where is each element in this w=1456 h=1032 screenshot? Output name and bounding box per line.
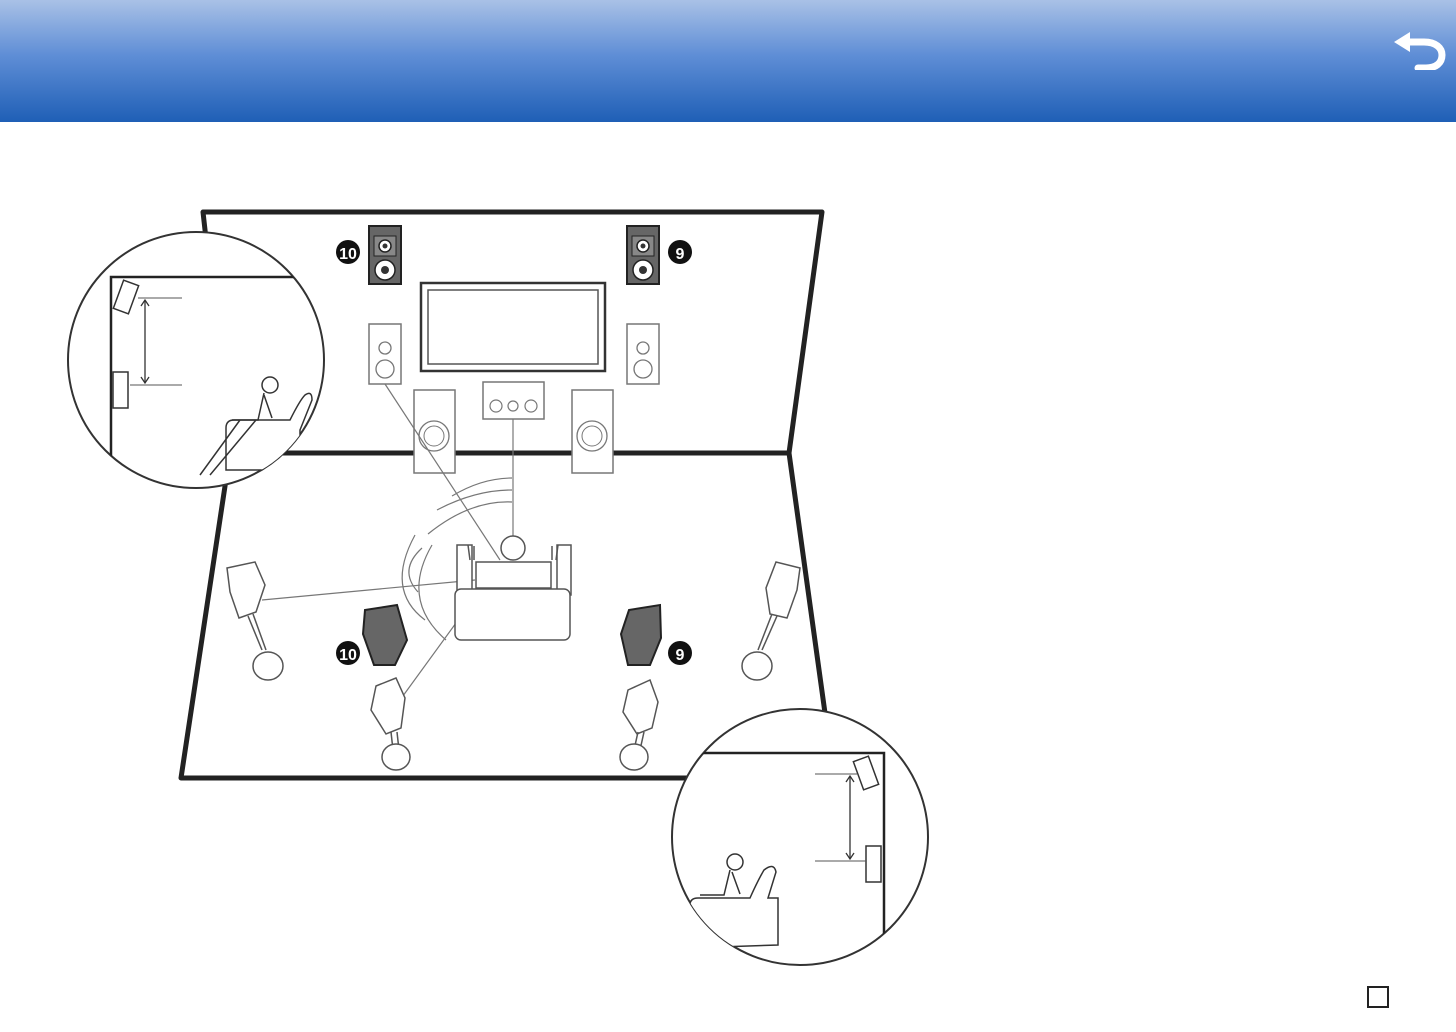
front-right-speaker: [627, 324, 659, 384]
svg-text:10: 10: [339, 246, 357, 263]
page-corner-icon: [1367, 986, 1389, 1008]
badge-front-high-left: 10: [336, 240, 360, 264]
badge-top-middle-left: 10: [336, 641, 360, 665]
front-high-right-speaker: [627, 226, 659, 284]
tv-screen: [421, 283, 605, 371]
svg-text:9: 9: [676, 246, 685, 263]
svg-text:10: 10: [339, 647, 357, 664]
badge-top-middle-right: 9: [668, 641, 692, 665]
svg-text:9: 9: [676, 647, 685, 664]
front-high-left-speaker: [369, 226, 401, 284]
badge-front-high-right: 9: [668, 240, 692, 264]
center-speaker: [483, 382, 544, 419]
subwoofer-right: [572, 390, 613, 473]
front-left-speaker: [369, 324, 401, 384]
inset-side-view-right: [670, 709, 928, 970]
